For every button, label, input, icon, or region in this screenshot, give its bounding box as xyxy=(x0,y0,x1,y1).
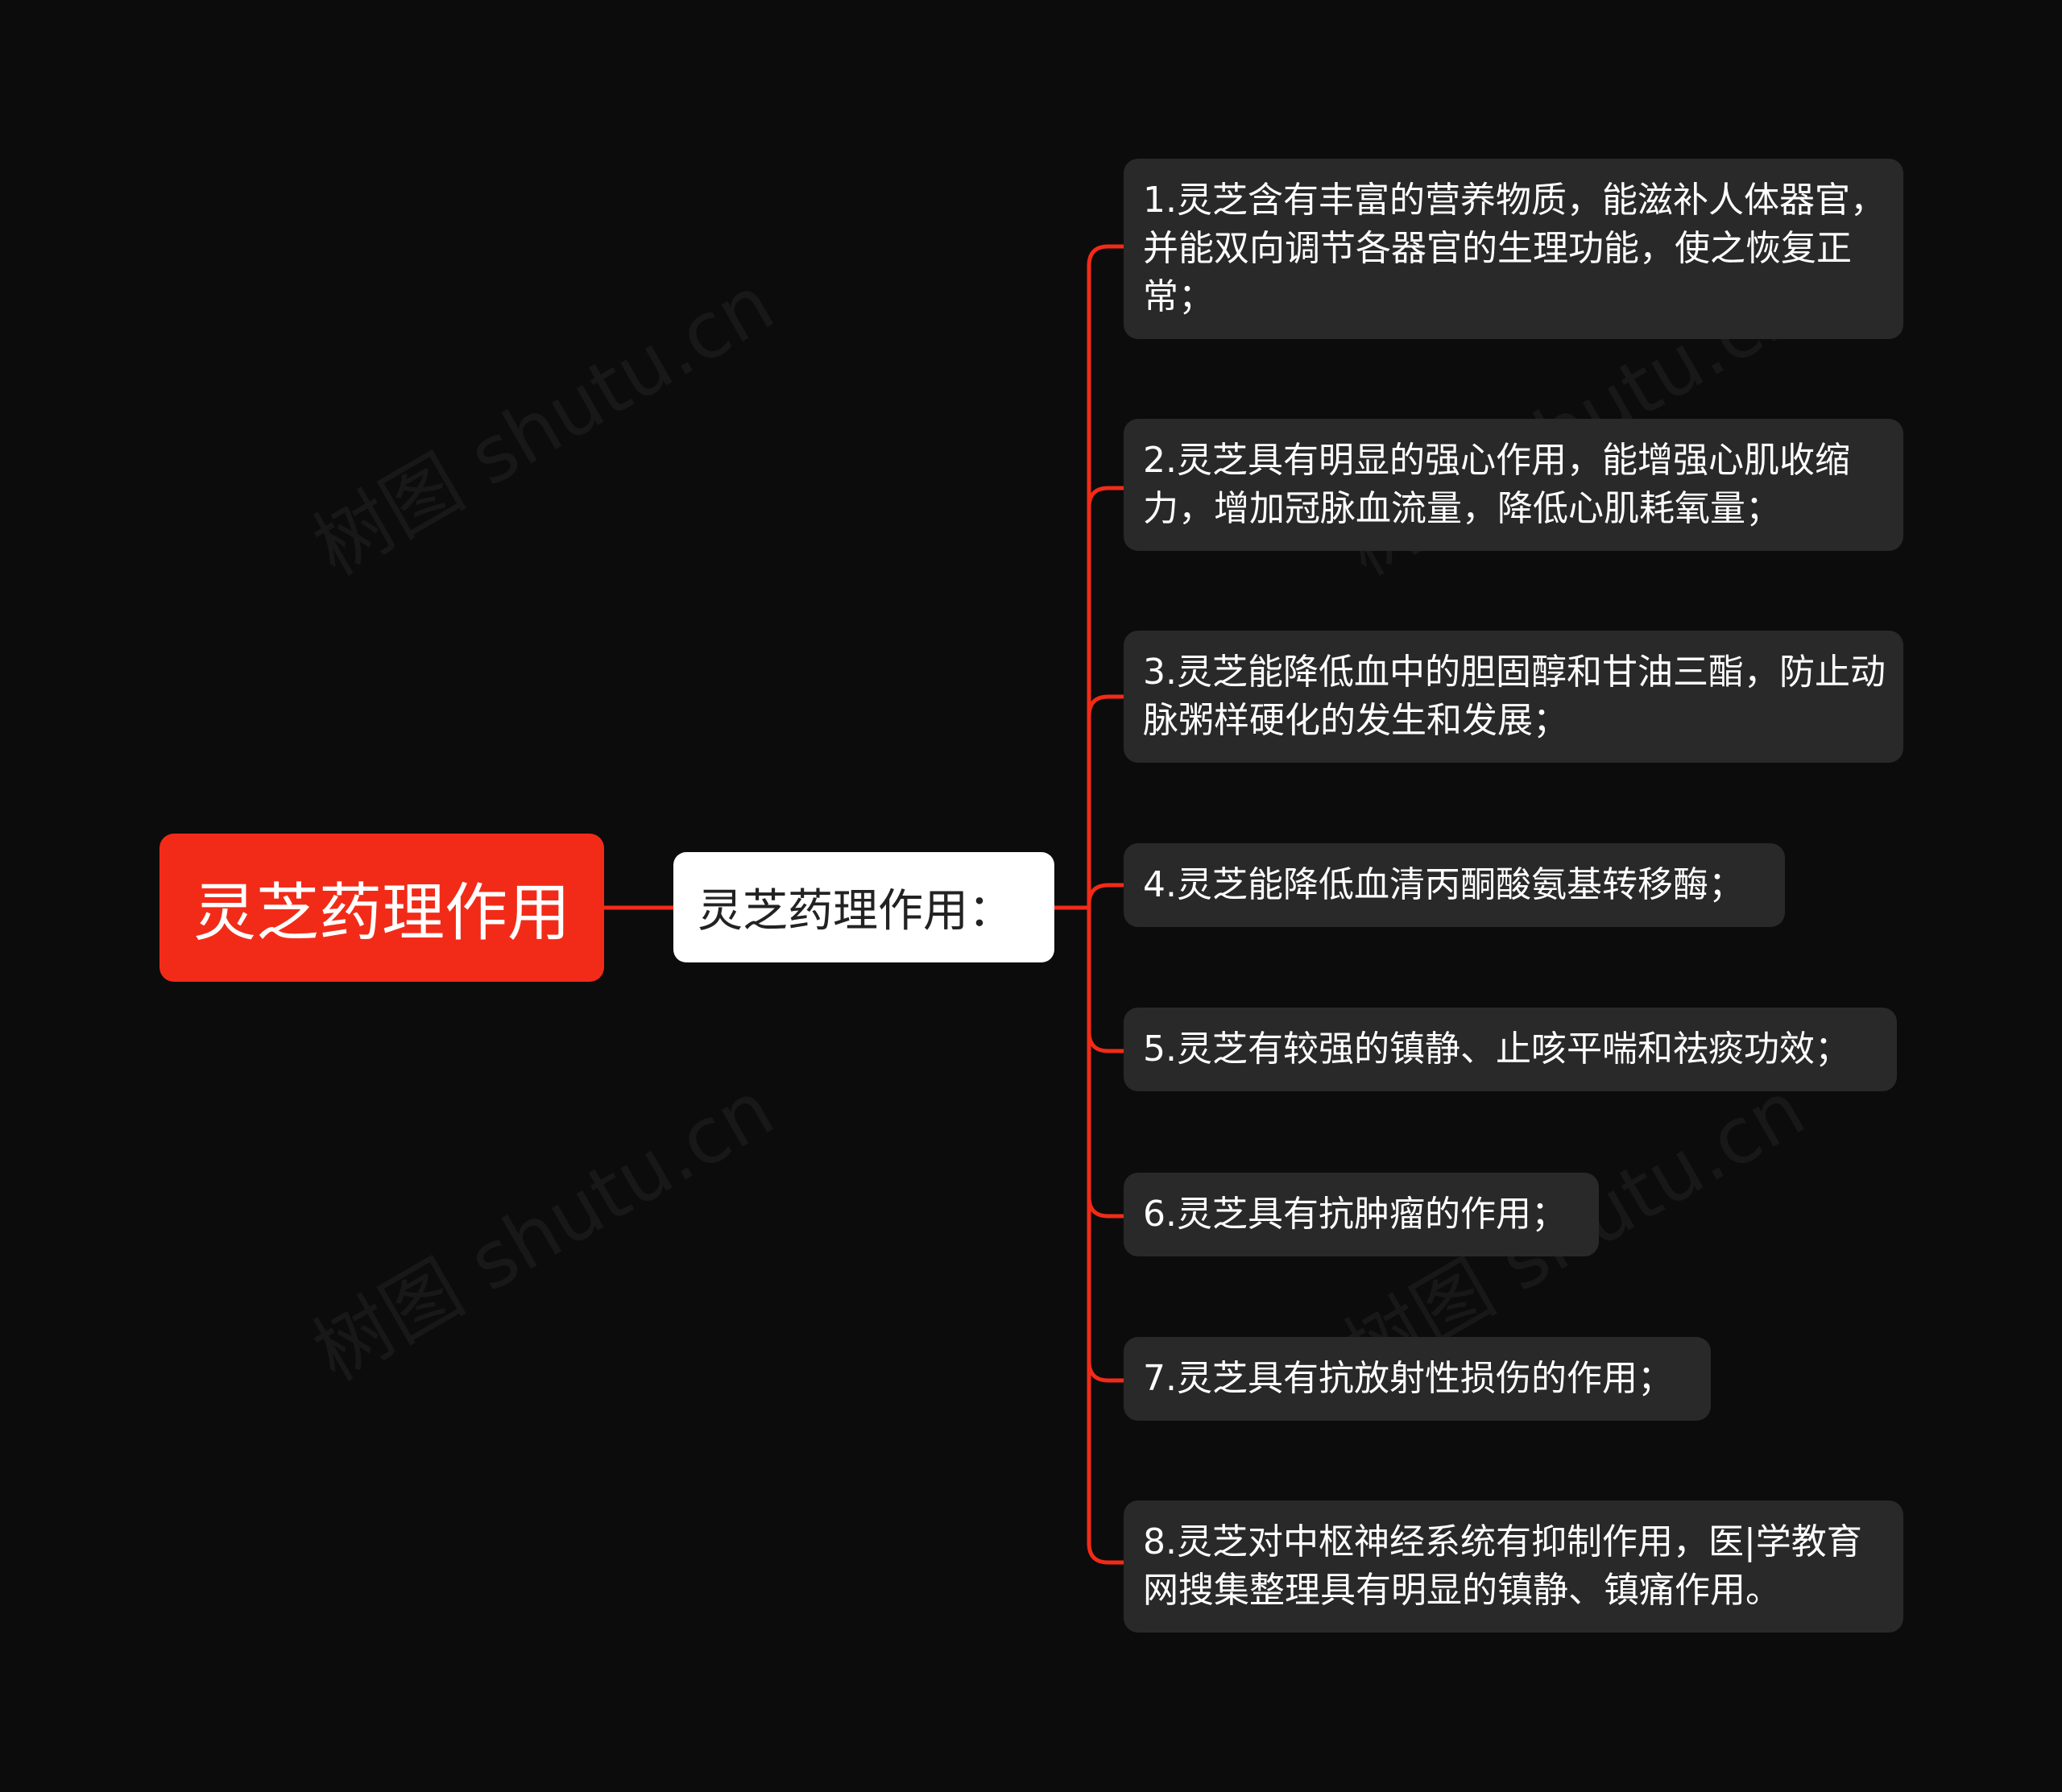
subtopic-label: 灵芝药理作用： xyxy=(698,885,1013,937)
leaf-topic-8[interactable]: 8.灵芝对中枢神经系统有抑制作用，医|学教育网搜集整理具有明显的镇静、镇痛作用。 xyxy=(1124,1500,1903,1633)
leaf-topic-7[interactable]: 7.灵芝具有抗放射性损伤的作用； xyxy=(1124,1337,1711,1421)
leaf-topic-4[interactable]: 4.灵芝能降低血清丙酮酸氨基转移酶； xyxy=(1124,843,1785,927)
subtopic[interactable]: 灵芝药理作用： xyxy=(673,852,1054,962)
connector-leaf-4 xyxy=(1087,883,1126,907)
leaf-topic-label: 1.灵芝含有丰富的营养物质，能滋补人体器官，并能双向调节各器官的生理功能，使之恢… xyxy=(1143,180,1886,317)
leaf-topic-label: 2.灵芝具有明显的强心作用，能增强心肌收缩力，增加冠脉血流量，降低心肌耗氧量； xyxy=(1143,440,1850,529)
connector-leaf-5 xyxy=(1087,1029,1126,1053)
leaf-topic-5[interactable]: 5.灵芝有较强的镇静、止咳平喘和祛痰功效； xyxy=(1124,1008,1897,1091)
leaf-topic-label: 4.灵芝能降低血清丙酮酸氨基转移酶； xyxy=(1143,864,1744,905)
leaf-topic-label: 8.灵芝对中枢神经系统有抑制作用，医|学教育网搜集整理具有明显的镇静、镇痛作用。 xyxy=(1143,1521,1862,1611)
connector-leaf-3 xyxy=(1087,694,1126,718)
root-topic[interactable]: 灵芝药理作用 xyxy=(159,834,604,982)
leaf-topic-2[interactable]: 2.灵芝具有明显的强心作用，能增强心肌收缩力，增加冠脉血流量，降低心肌耗氧量； xyxy=(1124,419,1903,551)
connector-leaf-6 xyxy=(1087,1194,1126,1219)
connector-leaf-8 xyxy=(1087,1541,1126,1565)
leaf-topic-1[interactable]: 1.灵芝含有丰富的营养物质，能滋补人体器官，并能双向调节各器官的生理功能，使之恢… xyxy=(1124,159,1903,339)
leaf-topic-label: 6.灵芝具有抗肿瘤的作用； xyxy=(1143,1194,1567,1235)
leaf-topic-label: 3.灵芝能降低血中的胆固醇和甘油三酯，防止动脉粥样硬化的发生和发展； xyxy=(1143,652,1886,741)
connector-leaf-7 xyxy=(1087,1359,1126,1383)
leaf-topic-label: 7.灵芝具有抗放射性损伤的作用； xyxy=(1143,1358,1673,1399)
root-topic-label: 灵芝药理作用 xyxy=(193,877,570,950)
connector-leaf-2 xyxy=(1087,486,1126,510)
leaf-topic-6[interactable]: 6.灵芝具有抗肿瘤的作用； xyxy=(1124,1173,1599,1256)
connector-leaf-1 xyxy=(1087,244,1126,268)
leaf-topic-3[interactable]: 3.灵芝能降低血中的胆固醇和甘油三酯，防止动脉粥样硬化的发生和发展； xyxy=(1124,631,1903,763)
leaf-topic-label: 5.灵芝有较强的镇静、止咳平喘和祛痰功效； xyxy=(1143,1028,1850,1070)
